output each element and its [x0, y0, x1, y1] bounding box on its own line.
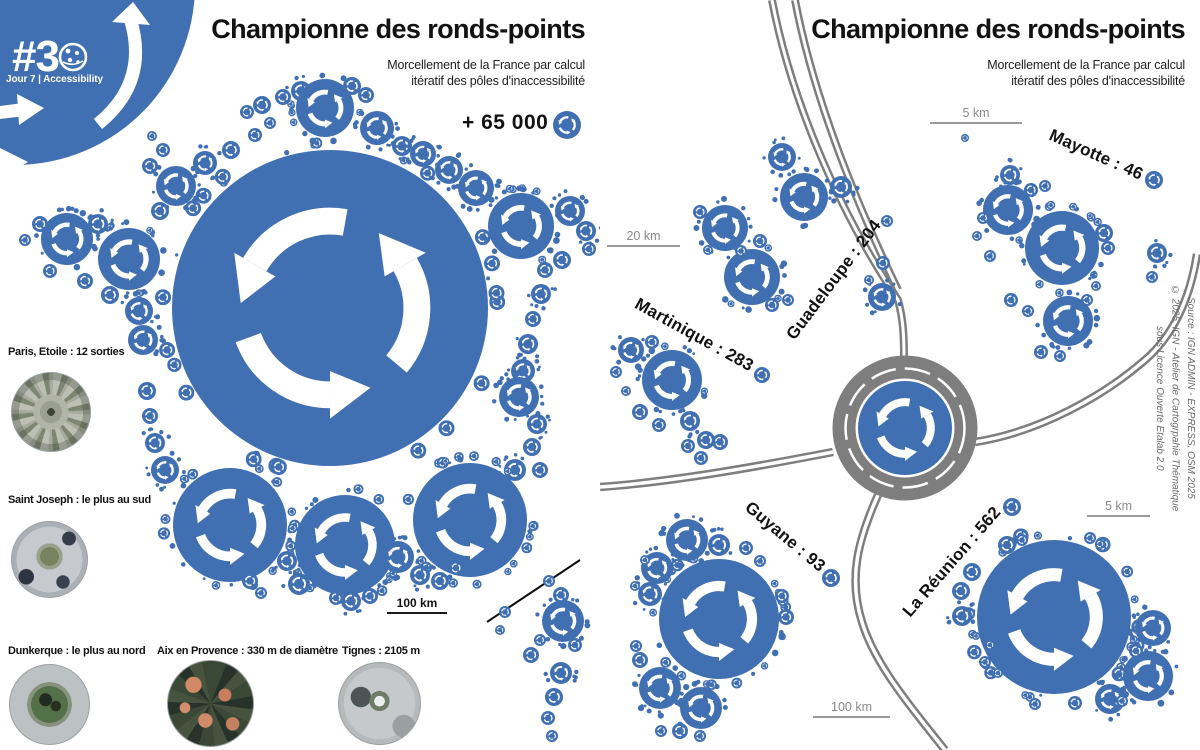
aix-en-provence-photo — [167, 660, 254, 747]
caption-tignes: Tignes : 2105 m — [342, 645, 420, 657]
scalebar-label: 20 km — [626, 229, 661, 243]
scalebar-20km: 20 km — [607, 229, 680, 247]
page-title-right: Championne des ronds-points — [811, 14, 1185, 44]
subtitle-left-line1: Morcellement de la France par calcul — [387, 58, 585, 72]
scalebar-label: 100 km — [831, 700, 872, 714]
scalebar-label: 100 km — [396, 596, 438, 610]
paris-etoile-photo — [11, 372, 91, 452]
source-line2: © 2025, IGN - Atelier de Cartogrpahie Th… — [1169, 284, 1181, 512]
scalebar-line — [813, 716, 890, 718]
scalebar-5km-mayotte: 5 km — [930, 106, 1022, 124]
caption-dunkerque: Dunkerque : le plus au nord — [8, 645, 146, 657]
scalebar-5km-reunion: 5 km — [1087, 499, 1150, 517]
tignes-photo — [338, 662, 421, 745]
subtitle-right: Morcellement de la France par calcul ité… — [987, 58, 1185, 89]
scalebar-line — [607, 245, 680, 247]
overseas-roundabout-map — [600, 0, 1200, 750]
scalebar-line — [930, 122, 1022, 124]
saint-joseph-photo — [11, 521, 88, 598]
france-roundabout-map — [0, 72, 600, 750]
subtitle-right-line1: Morcellement de la France par calcul — [987, 58, 1185, 72]
scalebar-100km-left: 100 km — [387, 596, 447, 614]
panel-metropole: #3 Jour 7 | Accessibility Championne des… — [0, 0, 600, 750]
subtitle-right-line2: itératif des pôles d'inaccessibilité — [1011, 73, 1185, 88]
subtitle-left-line2: itératif des pôles d'inaccessibilité — [411, 73, 585, 88]
scalebar-line — [387, 612, 447, 614]
source-line1: Source : IGN ADMIN - EXPRESS, OSM 2025 — [1185, 297, 1196, 499]
scalebar-100km-guyane: 100 km — [813, 700, 890, 718]
source-credit: Source : IGN ADMIN - EXPRESS, OSM 2025 ©… — [1152, 278, 1199, 518]
source-line3: sous Licence Ouverte Etalab 2.0 — [1154, 325, 1165, 471]
page-title-left: Championne des ronds-points — [211, 14, 585, 44]
subtitle-left: Morcellement de la France par calcul ité… — [387, 58, 585, 89]
panel-outre-mer: Championne des ronds-points Morcellement… — [600, 0, 1200, 750]
dunkerque-photo — [9, 664, 90, 745]
caption-paris: Paris, Etoile : 12 sorties — [8, 346, 125, 358]
scalebar-label: 5 km — [962, 106, 990, 120]
scalebar-line — [1087, 515, 1150, 517]
caption-aix: Aix en Provence : 330 m de diamètre — [157, 645, 338, 657]
caption-saint-joseph: Saint Joseph : le plus au sud — [8, 494, 151, 506]
total-roundabout-count: + 65 000 — [462, 111, 549, 134]
scalebar-label: 5 km — [1104, 499, 1133, 513]
